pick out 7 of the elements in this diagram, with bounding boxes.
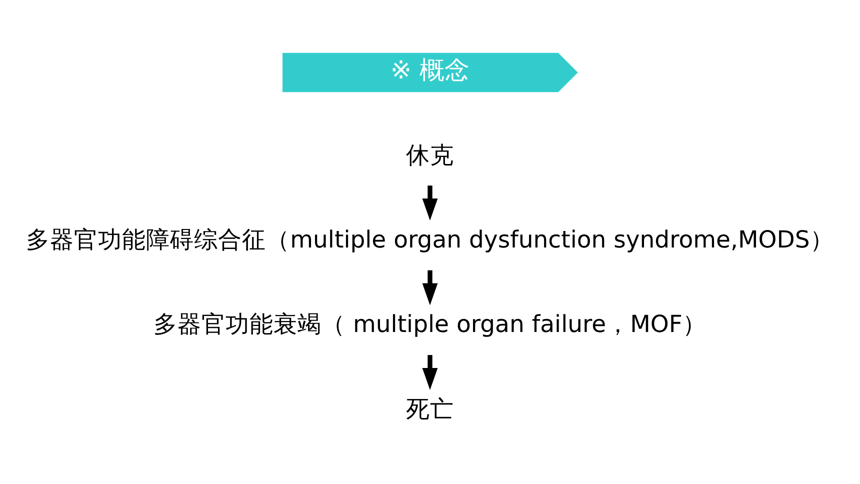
arrow (422, 270, 438, 306)
node-text: 休克 (406, 140, 454, 169)
node-text: 多器官功能衰竭（ multiple organ failure，MOF） (154, 310, 706, 338)
arrow (422, 186, 438, 220)
node-text: 多器官功能障碍综合征（multiple organ dysfunction syndrome,MODS） (26, 225, 834, 254)
arrow (422, 355, 438, 390)
node-text: 死亡 (406, 394, 454, 423)
